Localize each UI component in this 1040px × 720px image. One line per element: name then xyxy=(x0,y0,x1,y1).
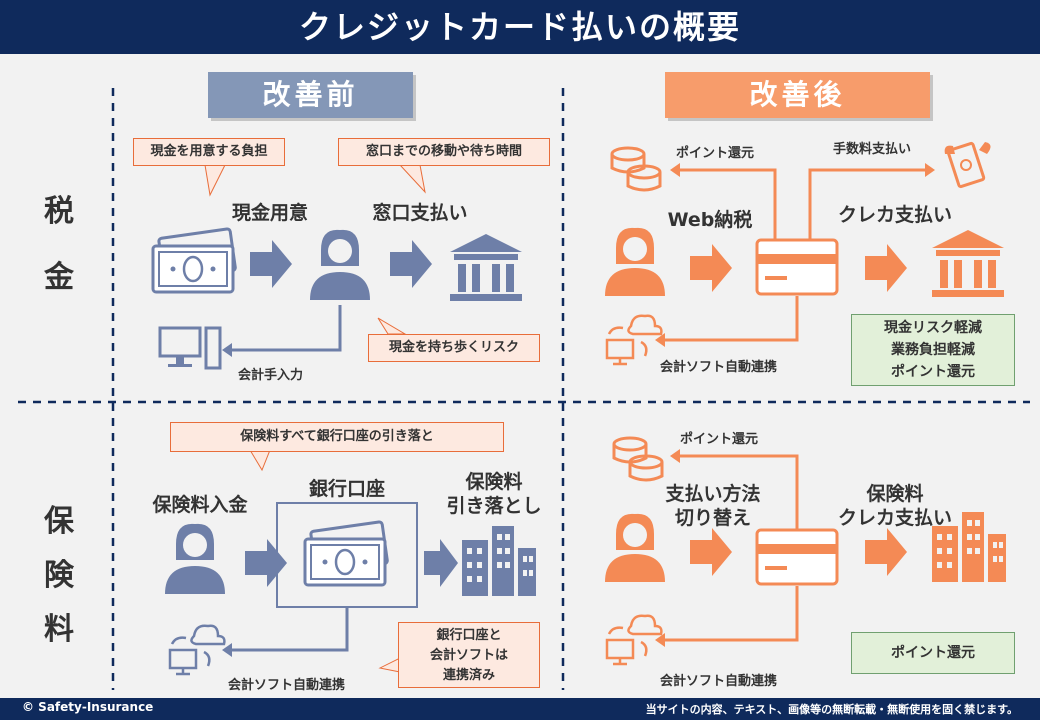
label-cash-prep: 現金用意 xyxy=(231,202,308,224)
label-point-return: ポイント還元 xyxy=(680,432,759,447)
coins-icon xyxy=(610,146,662,192)
label-software-sync: 会計ソフト自動連携 xyxy=(660,360,778,375)
row-header-insurance-3: 料 xyxy=(44,612,74,647)
benefit-box: ポイント還元 xyxy=(851,632,1015,674)
callout-line: 連携済み xyxy=(442,668,495,683)
cloud-sync-icon xyxy=(605,314,663,366)
benefit-box: 現金リスク軽減 業務負担軽減 ポイント還元 xyxy=(851,314,1015,386)
row-header-tax-2: 金 xyxy=(44,260,74,295)
credit-card-icon xyxy=(755,528,839,586)
callout-cash-burden: 現金を用意する負担 xyxy=(133,138,285,166)
label-window-payment: 窓口支払い xyxy=(372,202,468,224)
label-premium-debit: 保険料 引き落とし xyxy=(432,470,556,518)
label-line: クレカ支払い xyxy=(837,507,952,529)
label-bank-account: 銀行口座 xyxy=(308,478,385,500)
header-before: 改善前 xyxy=(208,72,413,118)
label-premium-deposit: 保険料入金 xyxy=(152,494,248,516)
person-icon xyxy=(605,227,665,296)
benefit-item: 業務負担軽減 xyxy=(891,342,975,358)
arrow-right-icon xyxy=(865,528,907,576)
label-switch-method: 支払い方法 切り替え xyxy=(648,482,778,530)
cloud-sync-icon xyxy=(605,614,663,666)
cash-icon xyxy=(151,227,237,294)
arrow-right-icon xyxy=(865,244,907,292)
credit-card-icon xyxy=(755,238,839,296)
label-web-tax: Web納税 xyxy=(667,209,753,231)
buildings-icon xyxy=(462,526,536,596)
arrow-right-icon xyxy=(690,528,732,576)
person-icon xyxy=(605,513,665,582)
benefit-item: ポイント還元 xyxy=(891,364,975,380)
callout-auto-debit: 保険料すべて銀行口座の引き落と xyxy=(170,422,504,452)
label-manual-entry: 会計手入力 xyxy=(238,368,304,383)
person-icon xyxy=(165,523,225,594)
label-line: 支払い方法 xyxy=(665,483,761,505)
cash-icon xyxy=(303,520,389,587)
buildings-icon xyxy=(932,512,1006,582)
row-header-insurance-2: 険 xyxy=(44,558,74,593)
person-icon xyxy=(310,229,370,300)
label-fee-payment: 手数料支払い xyxy=(833,142,912,157)
money-wings-icon xyxy=(944,141,991,189)
label-line: 保険料 xyxy=(465,471,523,493)
callout-line: 会計ソフトは xyxy=(429,648,508,663)
benefit-item: 現金リスク軽減 xyxy=(884,320,982,336)
callout-cash-risk: 現金を持ち歩くリスク xyxy=(368,334,540,362)
label-card-payment: クレカ支払い xyxy=(837,204,952,226)
header-after: 改善後 xyxy=(665,72,930,118)
arrow-right-icon xyxy=(250,240,292,288)
label-line: 引き落とし xyxy=(446,495,542,517)
page-title: クレジットカード払いの概要 xyxy=(0,0,1040,54)
row-header-insurance-1: 保 xyxy=(44,504,74,539)
arrow-right-icon xyxy=(690,244,732,292)
label-premium-card: 保険料 クレカ支払い xyxy=(820,482,970,530)
callout-linked: 銀行口座と 会計ソフトは 連携済み xyxy=(398,622,540,688)
label-point-return: ポイント還元 xyxy=(676,146,755,161)
callout-window-wait: 窓口までの移動や待ち時間 xyxy=(338,138,550,166)
coins-icon xyxy=(612,436,664,482)
label-software-sync: 会計ソフト自動連携 xyxy=(228,678,346,693)
label-software-sync: 会計ソフト自動連携 xyxy=(660,674,778,689)
footer-notice: 当サイトの内容、テキスト、画像等の無断転載・無断使用を固く禁じます。 xyxy=(645,703,1018,716)
footer-copyright: © Safety-Insurance xyxy=(22,700,154,714)
label-line: 切り替え xyxy=(674,507,751,529)
arrow-right-icon xyxy=(390,240,432,288)
arrow-right-icon xyxy=(424,539,458,587)
row-header-tax-1: 税 xyxy=(44,194,74,229)
bank-icon xyxy=(932,230,1004,297)
cloud-sync-icon xyxy=(168,624,226,676)
bank-icon xyxy=(450,234,522,301)
computer-icon xyxy=(158,326,222,370)
footer-bar xyxy=(0,698,1040,720)
label-line: 保険料 xyxy=(866,483,924,505)
callout-line: 銀行口座と xyxy=(436,628,502,643)
arrow-right-icon xyxy=(245,539,287,587)
